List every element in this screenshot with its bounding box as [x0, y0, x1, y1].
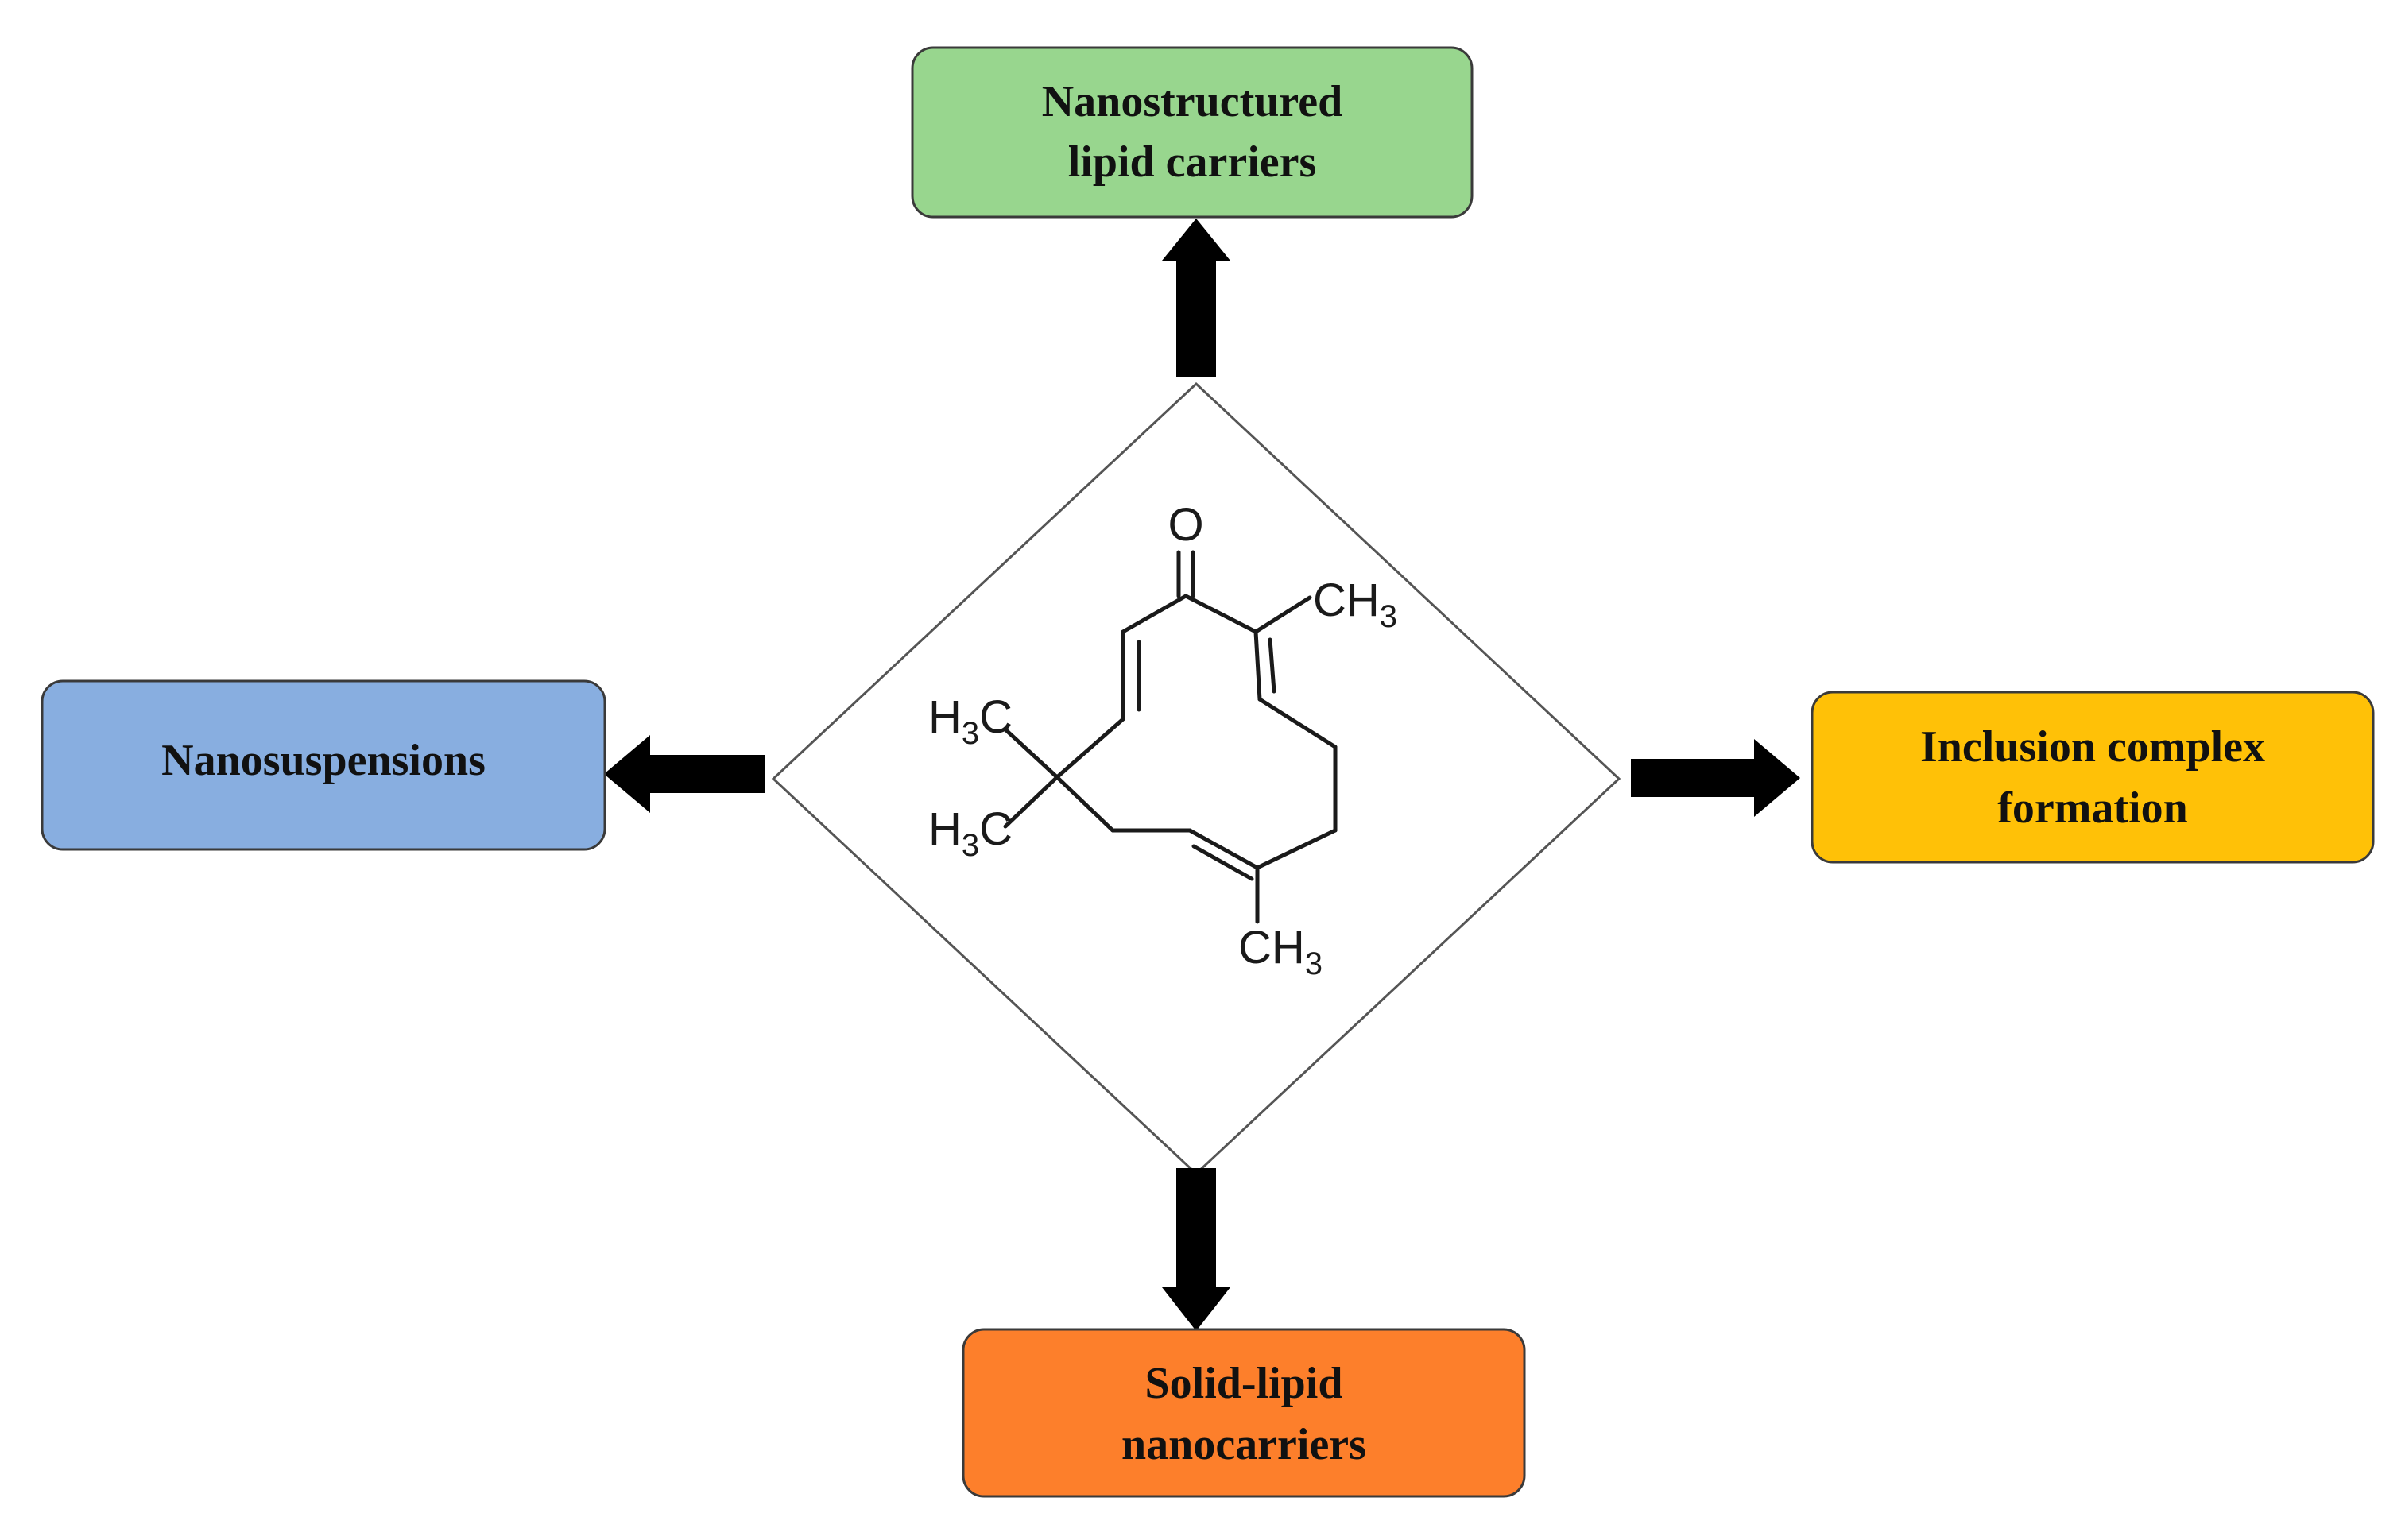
arrow-up	[1162, 219, 1230, 377]
node-label-line2: formation	[1997, 784, 2188, 833]
node-inclusion-complex-formation: Inclusion complex formation	[1811, 691, 2375, 864]
node-box	[1811, 691, 2375, 864]
node-label-line1: Solid-lipid	[1144, 1359, 1342, 1408]
arrow-left	[604, 735, 765, 813]
node-box	[911, 46, 1474, 219]
molecule-structure: O CH3 H3C H3C CH3	[928, 499, 1397, 981]
methyl-label-top: CH3	[1313, 575, 1397, 634]
node-nanostructured-lipid-carriers: Nanostructured lipid carriers	[911, 46, 1474, 219]
methyl-label-bottom: CH3	[1238, 922, 1323, 981]
oxygen-label: O	[1168, 499, 1203, 551]
arrow-right	[1631, 739, 1800, 817]
h3c-label-upper: H3C	[928, 691, 1013, 751]
node-box	[962, 1328, 1526, 1498]
h3c-label-lower: H3C	[928, 803, 1013, 863]
node-label-line2: nanocarriers	[1121, 1420, 1366, 1469]
node-box	[41, 679, 606, 851]
node-label-line2: lipid carriers	[1068, 137, 1317, 187]
node-nanosuspensions: Nanosuspensions	[41, 679, 606, 851]
node-label-line1: Nanostructured	[1042, 77, 1343, 126]
node-solid-lipid-nanocarriers: Solid-lipid nanocarriers	[962, 1328, 1526, 1498]
arrow-down	[1162, 1168, 1230, 1331]
node-label-line1: Inclusion complex	[1920, 722, 2265, 772]
node-label-line1: Nanosuspensions	[161, 736, 486, 785]
